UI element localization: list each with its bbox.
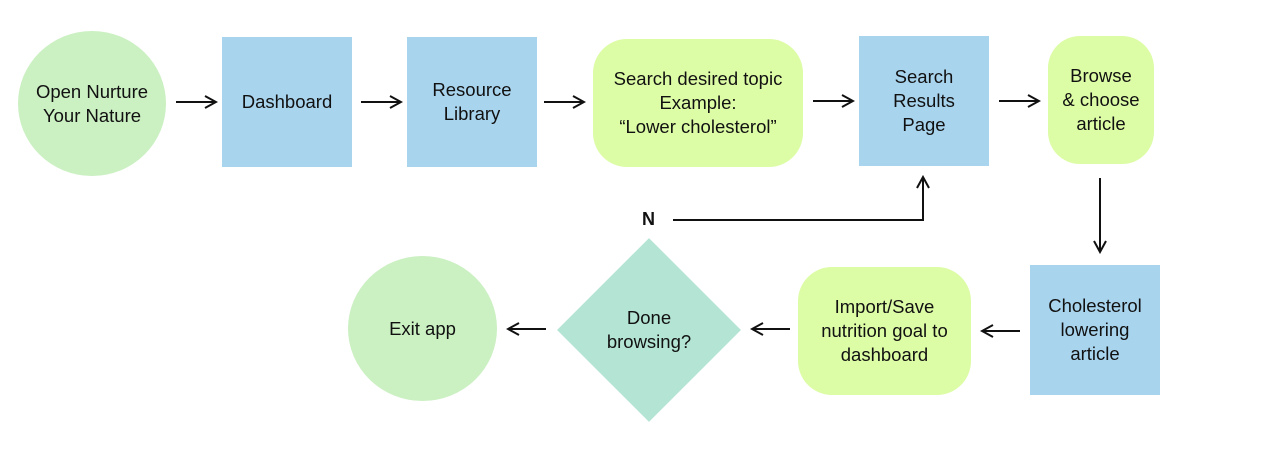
node-resource-library: Resource Library [407, 37, 537, 167]
node-search-topic: Search desired topic Example: “Lower cho… [593, 39, 803, 167]
node-exit-app-label: Exit app [389, 317, 456, 339]
node-import-save-label: Import/Save nutrition goal to dashboard [821, 296, 948, 365]
node-open-app: Open Nurture Your Nature [18, 31, 166, 176]
node-done-browsing: Done browsing? [557, 238, 741, 422]
arrow-no-back-to-results [673, 177, 923, 221]
node-resource-library-label: Resource Library [432, 79, 512, 124]
node-browse-choose: Browse & choose article [1048, 36, 1154, 164]
node-browse-choose-label: Browse & choose article [1062, 65, 1140, 134]
node-search-topic-label: Search desired topic Example: “Lower cho… [613, 68, 783, 137]
node-done-browsing-label: Done browsing? [606, 307, 692, 352]
edge-label-no: N [642, 209, 655, 229]
node-cholesterol-article-label: Cholesterol lowering article [1048, 295, 1142, 364]
node-search-results: Search Results Page [859, 36, 989, 166]
node-open-app-label: Open Nurture Your Nature [35, 80, 149, 126]
node-dashboard-label: Dashboard [241, 91, 333, 112]
node-import-save: Import/Save nutrition goal to dashboard [798, 267, 971, 395]
node-search-results-label: Search Results Page [893, 66, 955, 135]
node-cholesterol-article: Cholesterol lowering article [1030, 265, 1160, 395]
node-dashboard: Dashboard [222, 37, 352, 167]
node-exit-app: Exit app [348, 256, 497, 401]
